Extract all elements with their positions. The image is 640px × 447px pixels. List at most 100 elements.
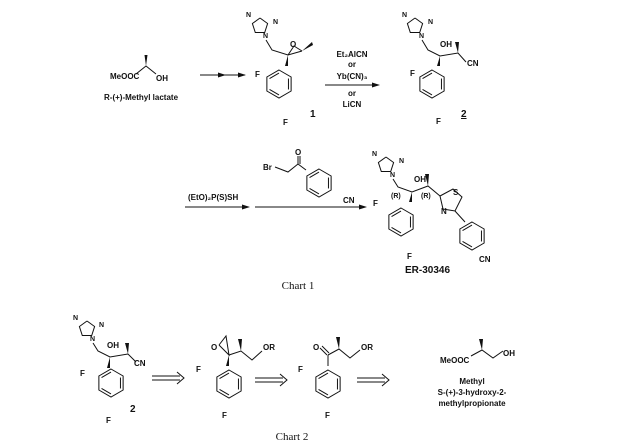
retro-arrow-3 xyxy=(357,373,390,387)
thioamide-step: (EtO)₂P(S)SH xyxy=(185,193,250,210)
atom-o: O xyxy=(290,40,296,49)
epoxide-intermediate: O OR F F xyxy=(196,334,275,420)
hydroxyl-label: OH xyxy=(107,341,119,350)
ether-label: OR xyxy=(263,343,275,352)
atom-o: O xyxy=(211,343,217,352)
atom-n: N xyxy=(402,12,407,19)
double-bond xyxy=(219,389,230,396)
compound-number: 1 xyxy=(310,109,316,120)
cyanophenyl-ring xyxy=(459,221,485,251)
atom-o: O xyxy=(313,343,319,352)
compound-name-line: Methyl xyxy=(459,377,484,386)
double-bond xyxy=(422,89,433,96)
atom-n: N xyxy=(263,33,268,40)
atom-f: F xyxy=(298,365,303,374)
hantzsch-step: O Br CN xyxy=(255,148,367,210)
hydroxyl-label: OH xyxy=(440,40,452,49)
atom-n: N xyxy=(73,315,78,322)
reagent-or: or xyxy=(348,89,356,98)
atom-n: N xyxy=(390,172,395,179)
stereo-descriptor: (R) xyxy=(421,193,431,200)
compound-number: 2 xyxy=(130,404,136,415)
double-bond xyxy=(318,389,329,396)
atom-f: F xyxy=(106,416,111,425)
nitrile-label: CN xyxy=(343,196,355,205)
chart2-compound-2: N N N OH CN F F 2 xyxy=(73,315,146,425)
ester-label: MeOOC xyxy=(110,72,140,81)
atom-br: Br xyxy=(263,163,272,172)
atom-o: O xyxy=(295,148,301,157)
difluorophenyl-ring xyxy=(216,369,242,399)
reagent-label: Et₂AlCN xyxy=(336,50,367,59)
ether-label: OR xyxy=(361,343,373,352)
compound-name-line: S-(+)-3-hydroxy-2- xyxy=(438,388,507,397)
target-ester: MeOOC OH Methyl S-(+)-3-hydroxy-2- methy… xyxy=(438,339,515,408)
atom-n: N xyxy=(428,19,433,26)
ester-label: MeOOC xyxy=(440,356,470,365)
double-bond xyxy=(391,227,402,234)
cyanophenyl-ring xyxy=(306,168,332,198)
chart-2-caption: Chart 2 xyxy=(276,431,309,443)
nitrile-label: CN xyxy=(479,255,491,264)
atom-n: N xyxy=(441,207,447,216)
er-30346-product: N N N OH (R) (R) S N F F CN ER-30346 xyxy=(372,151,491,276)
triazole-ring xyxy=(377,156,395,172)
double-bond xyxy=(462,241,473,248)
atom-n: N xyxy=(372,151,377,158)
compound-name-line: methylpropionate xyxy=(438,399,506,408)
double-bond xyxy=(462,224,473,231)
hydroxyl-label: OH xyxy=(156,74,168,83)
nitrile-label: CN xyxy=(467,59,479,68)
difluorophenyl-ring xyxy=(315,369,341,399)
atom-f: F xyxy=(80,369,85,378)
nitrile-label: CN xyxy=(134,359,146,368)
double-bond xyxy=(422,72,433,79)
atom-f: F xyxy=(196,365,201,374)
atom-f: F xyxy=(283,118,288,127)
triazole-ring xyxy=(251,17,269,33)
atom-n: N xyxy=(419,33,424,40)
double-bond xyxy=(269,72,280,79)
atom-f: F xyxy=(255,70,260,79)
double-bond xyxy=(309,171,320,178)
methyl-lactate: MeOOC OH R-(+)-Methyl lactate xyxy=(104,55,179,102)
double-bond xyxy=(101,371,112,378)
atom-n: N xyxy=(90,336,95,343)
retro-arrow-1 xyxy=(152,371,185,385)
atom-f: F xyxy=(373,199,378,208)
retro-arrow-2 xyxy=(255,373,288,387)
stereo-descriptor: (R) xyxy=(391,193,401,200)
difluorophenyl-ring xyxy=(266,69,292,99)
ketone-intermediate: O OR F F xyxy=(298,337,373,420)
atom-n: N xyxy=(399,158,404,165)
hydroxyl-label: OH xyxy=(503,349,515,358)
triazole-ring xyxy=(78,320,96,336)
double-bond xyxy=(219,372,230,379)
compound-name: ER-30346 xyxy=(405,265,450,276)
double-bond xyxy=(101,388,112,395)
double-bond xyxy=(269,89,280,96)
difluorophenyl-ring xyxy=(98,368,124,398)
reagent-label: (EtO)₂P(S)SH xyxy=(188,193,238,202)
compound-name: R-(+)-Methyl lactate xyxy=(104,93,179,102)
atom-f: F xyxy=(436,117,441,126)
atom-s: S xyxy=(453,188,459,197)
reagent-or: or xyxy=(348,60,356,69)
compound-number: 2 xyxy=(461,109,467,120)
bond-lines xyxy=(78,17,485,399)
double-bond xyxy=(309,188,320,195)
cyanation-step: Et₂AlCN or Yb(CN)₃ or LiCN xyxy=(325,50,380,109)
difluorophenyl-ring xyxy=(419,69,445,99)
difluorophenyl-ring xyxy=(388,207,414,237)
atom-f: F xyxy=(222,411,227,420)
atom-f: F xyxy=(325,411,330,420)
reagent-label: Yb(CN)₃ xyxy=(337,72,368,81)
reagent-label: LiCN xyxy=(343,100,362,109)
atom-f: F xyxy=(407,252,412,261)
double-bond xyxy=(318,372,329,379)
compound-1: N N N O F F 1 xyxy=(246,12,316,127)
chart-1-caption: Chart 1 xyxy=(282,280,315,292)
multistep-arrow xyxy=(200,72,246,78)
